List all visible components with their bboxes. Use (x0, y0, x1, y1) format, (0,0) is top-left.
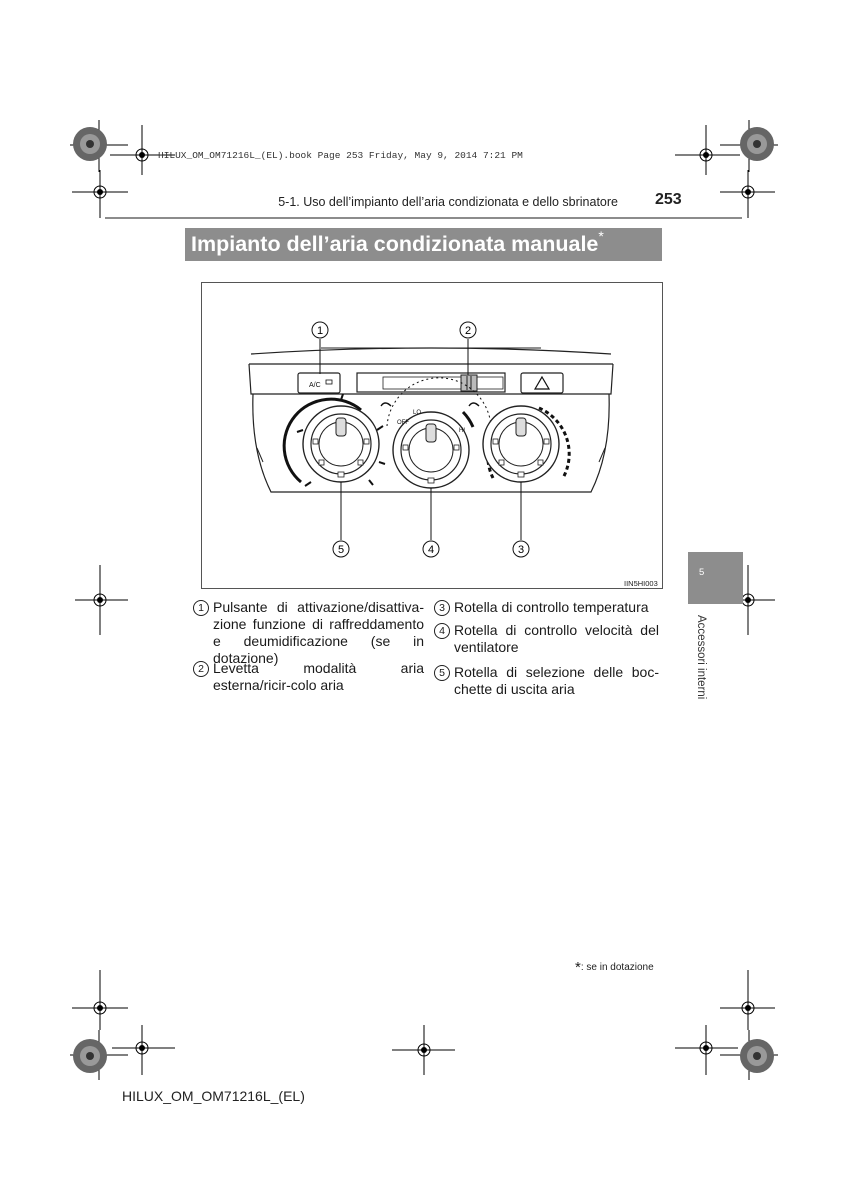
vent-mode-knob (282, 393, 386, 487)
legend-text: Rotella di controllo velocità del ventil… (454, 622, 659, 655)
legend-text: Levetta modalità aria esterna/ricir-colo… (213, 660, 424, 693)
recirculation-lever (460, 374, 478, 392)
temperature-knob (482, 405, 571, 483)
chapter-label: Accessori interni (695, 615, 707, 700)
crosshair-icon (72, 970, 128, 1030)
fan-off-label: OFF (397, 420, 409, 426)
section-title-text: Impianto dell’aria condizionata manuale (191, 232, 599, 256)
callout-5 (332, 540, 350, 558)
crosshair-icon (675, 125, 740, 175)
hazard-button (520, 372, 564, 394)
figure-frame (201, 282, 663, 589)
fan-lo-label: LO (413, 410, 421, 416)
callout-2-label: 2 (465, 325, 471, 337)
callout-2 (459, 321, 477, 339)
figure-code: IIN5HI003 (624, 579, 658, 588)
footer-code: HILUX_OM_OM71216L_(EL) (122, 1088, 305, 1104)
registration-target-icon (70, 120, 128, 172)
crosshair-icon (72, 170, 128, 218)
legend-number: 3 (434, 600, 450, 616)
chapter-number: 5 (699, 567, 705, 578)
footnote: *: se in dotazione (575, 959, 654, 976)
ac-button-label: A/C (309, 382, 321, 389)
crosshair-icon (110, 125, 175, 175)
crosshair-icon (75, 565, 128, 635)
asterisk-icon: * (575, 959, 581, 976)
crosshair-icon (392, 1025, 455, 1075)
crosshair-icon (112, 1025, 175, 1075)
callout-5-label: 5 (338, 544, 344, 556)
chapter-tab (688, 552, 743, 604)
registration-target-icon (70, 1030, 128, 1080)
callout-3-label: 3 (518, 544, 524, 556)
crosshair-icon (720, 170, 775, 218)
callout-1-label: 1 (317, 325, 323, 337)
ac-button (297, 372, 341, 394)
ac-panel-illustration: A/C OFF LO HI (248, 321, 614, 558)
registration-target-icon (720, 120, 778, 172)
fan-speed-knob: OFF LO HI (380, 377, 492, 489)
legend-number: 4 (434, 623, 450, 639)
callout-1 (311, 321, 329, 339)
footnote-text: : se in dotazione (580, 962, 654, 973)
callout-4-label: 4 (428, 544, 434, 556)
print-meta: HILUX_OM_OM71216L_(EL).book Page 253 Fri… (158, 150, 523, 161)
crosshair-icon (675, 1025, 738, 1075)
hazard-icon (533, 375, 551, 390)
running-head: 5-1. Uso dell’impianto dell’aria condizi… (278, 195, 618, 209)
legend-text: Rotella di selezione delle boc-chette di… (454, 664, 659, 697)
callout-3 (512, 540, 530, 558)
fan-hi-label: HI (459, 428, 465, 434)
page-number: 253 (655, 191, 682, 208)
legend-number: 5 (434, 665, 450, 681)
legend-number: 1 (193, 600, 209, 616)
asterisk-icon: * (598, 228, 604, 244)
legend-number: 2 (193, 661, 209, 677)
registration-target-icon (720, 1030, 778, 1080)
legend-text: Rotella di controllo temperatura (454, 599, 649, 615)
legend-text: Pulsante di attivazione/disattiva-zione … (213, 599, 424, 666)
header-rule (105, 217, 742, 219)
callout-4 (422, 540, 440, 558)
crosshair-icon (720, 970, 775, 1030)
section-title: Impianto dell’aria condizionata manuale* (185, 228, 662, 261)
